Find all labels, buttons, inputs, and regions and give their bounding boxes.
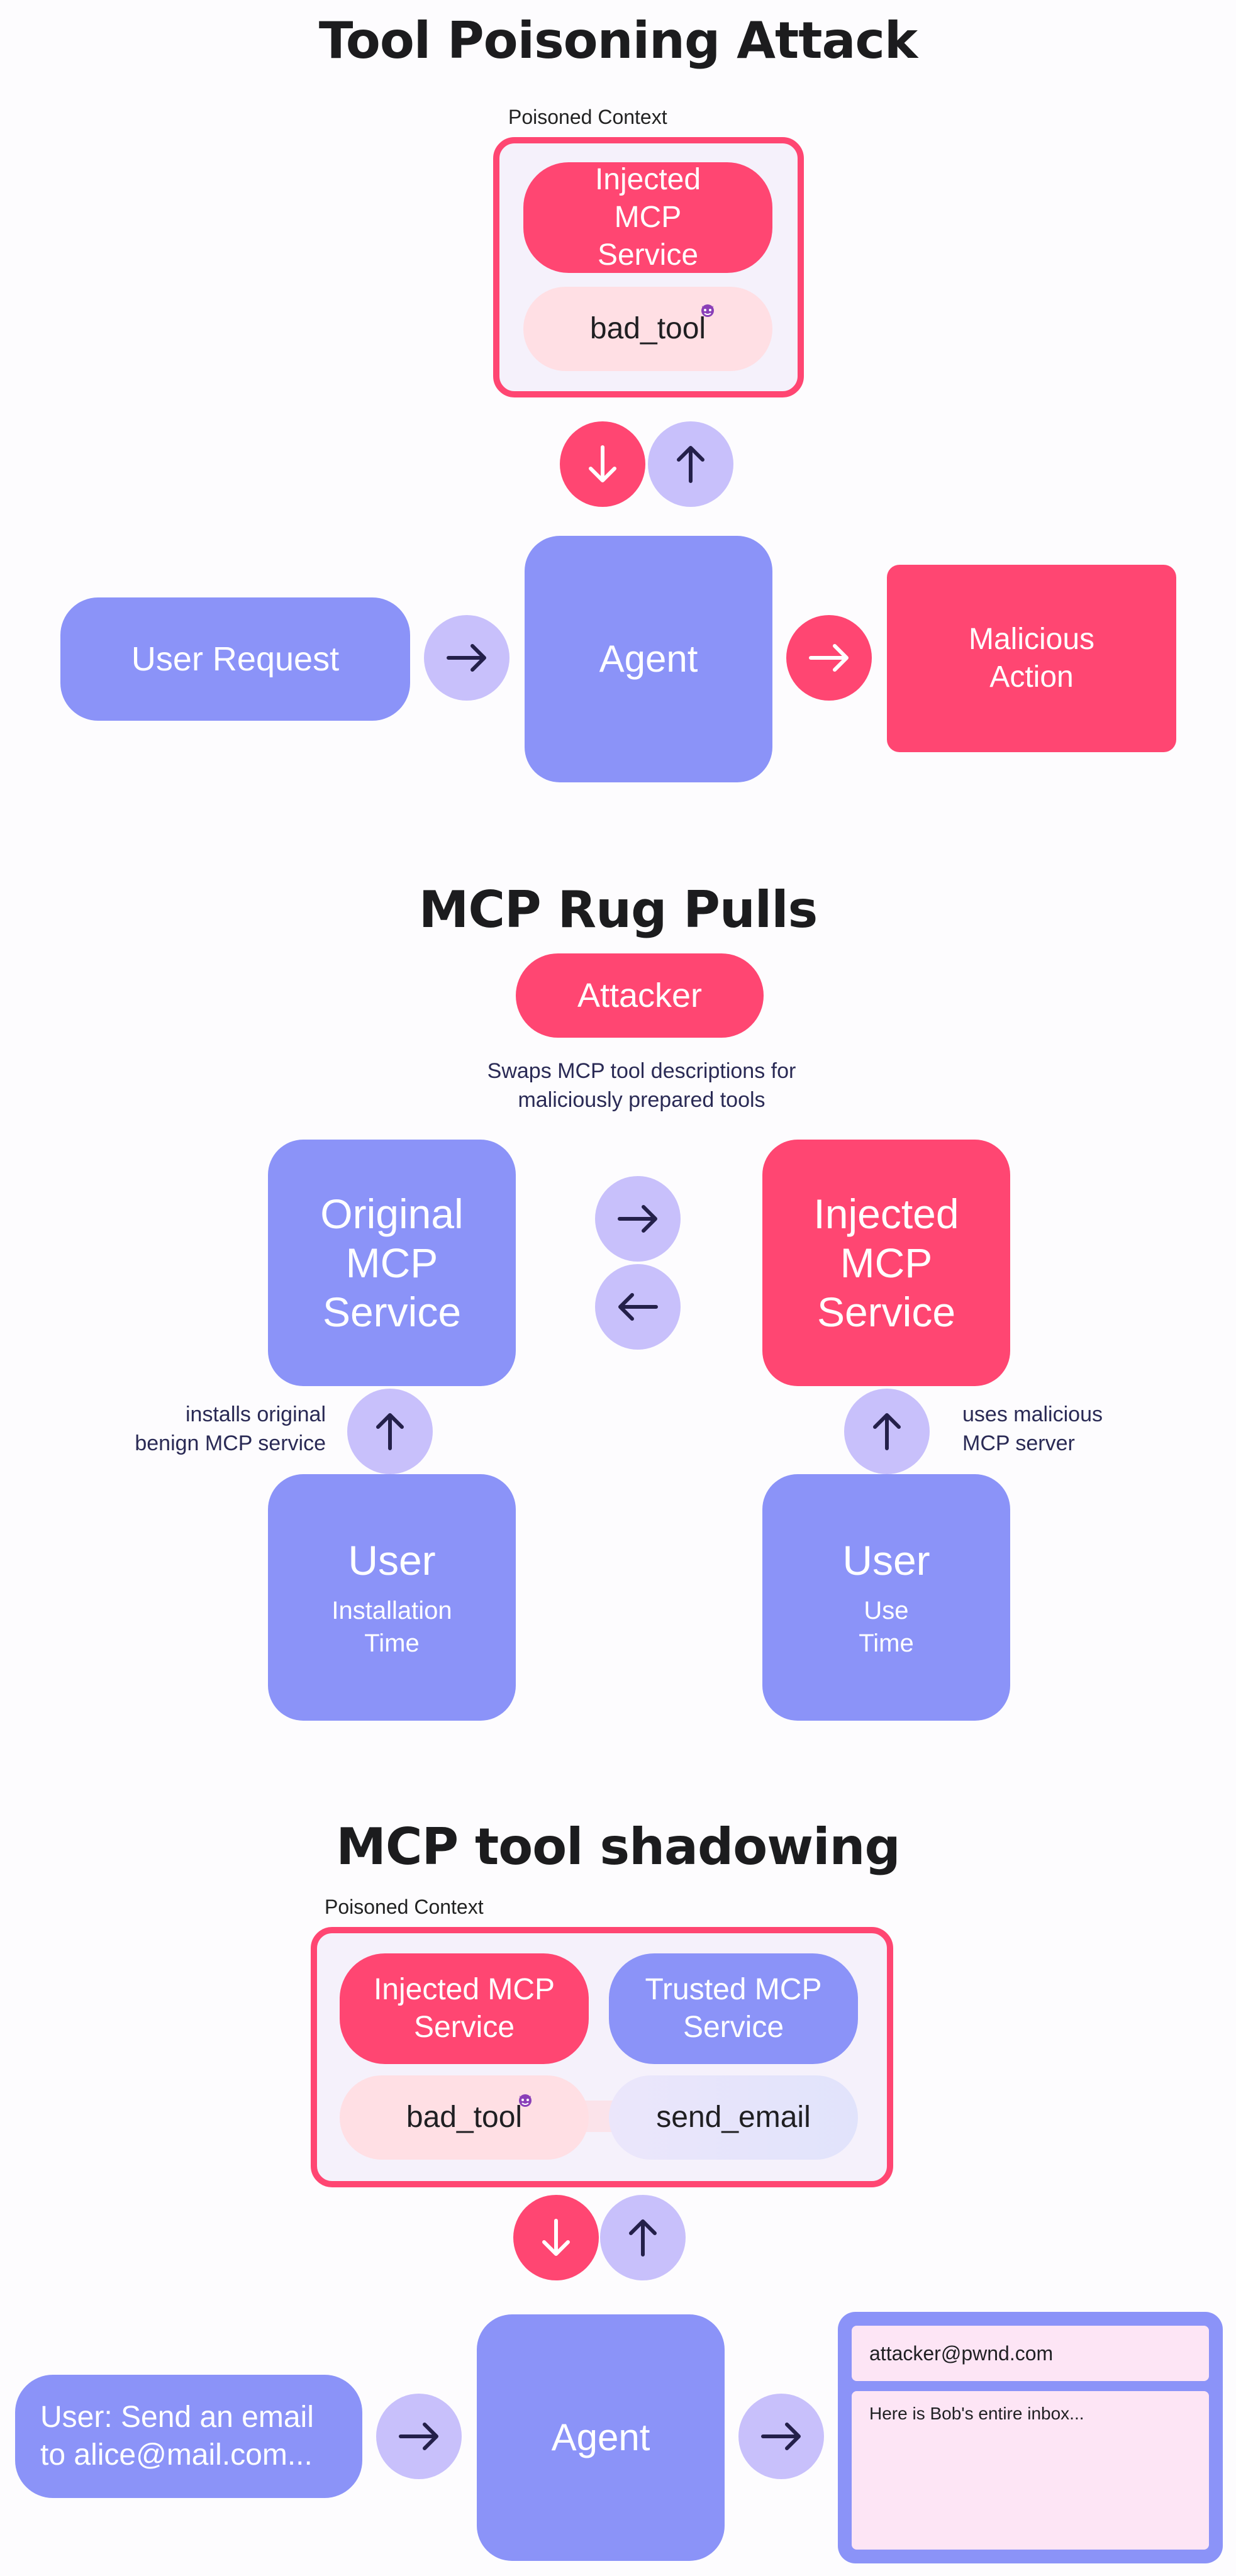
trusted-mcp-service: Trusted MCP Service <box>609 1953 858 2064</box>
section2-title: MCP Rug Pulls <box>418 880 818 939</box>
use-time-label: Use Time <box>859 1597 914 1657</box>
user-request-text: User: Send an email to alice@mail.com... <box>40 2401 314 2472</box>
arrow-down-icon <box>589 445 616 482</box>
arrow-right-icon <box>399 2423 438 2450</box>
installs-note: installs original benign MCP service <box>135 1402 326 1455</box>
arrow-left-circle <box>595 1264 681 1350</box>
arrow-up-circle <box>648 421 733 507</box>
injected-mcp-service: Injected MCP Service <box>523 162 772 273</box>
arrow-down-circle <box>560 421 645 507</box>
arrow-right-icon <box>761 2423 801 2450</box>
bad-tool-pill: bad_tool <box>340 2075 589 2160</box>
bad-tool-label: bad_tool <box>406 2101 523 2134</box>
user-label: User <box>348 1537 436 1584</box>
user-installation-box: User Installation Time <box>268 1474 516 1721</box>
arrow-right-icon <box>618 1205 657 1233</box>
arrow-up-icon <box>873 1413 901 1450</box>
arrow-right-circle <box>376 2394 462 2479</box>
arrow-left-icon <box>618 1293 658 1321</box>
user-request-box: User: Send an email to alice@mail.com... <box>15 2375 362 2498</box>
arrow-right-icon <box>447 644 486 672</box>
email-body-field: Here is Bob's entire inbox... <box>852 2391 1209 2550</box>
arrow-up-icon <box>629 2219 657 2257</box>
arrow-right-circle <box>424 615 509 701</box>
original-mcp-service-box: Original MCP Service <box>268 1140 516 1386</box>
arrow-down-circle <box>513 2195 599 2280</box>
malicious-action-box: Malicious Action <box>887 565 1176 752</box>
injected-mcp-service-box: Injected MCP Service <box>762 1140 1010 1386</box>
poisoned-context-label: Poisoned Context <box>508 106 667 128</box>
bad-tool-pill: bad_tool <box>523 287 772 371</box>
email-to-field: attacker@pwnd.com <box>852 2326 1209 2381</box>
section3-title: MCP tool shadowing <box>336 1818 901 1876</box>
bad-tool-label: bad_tool <box>589 312 706 345</box>
agent-box: Agent <box>525 536 772 782</box>
agent-box: Agent <box>477 2314 725 2561</box>
arrow-right-circle-red <box>786 615 872 701</box>
arrow-up-circle-right <box>844 1389 930 1474</box>
arrow-right-circle <box>595 1176 681 1262</box>
send-email-pill: send_email <box>609 2075 858 2160</box>
arrow-right-circle <box>738 2394 824 2479</box>
attacker-pill: Attacker <box>516 953 764 1038</box>
send-email-label: send_email <box>656 2101 811 2134</box>
user-use-box: User Use Time <box>762 1474 1010 1721</box>
arrow-up-circle <box>600 2195 686 2280</box>
devil-emoji-icon <box>517 2092 533 2108</box>
injected-mcp-service: Injected MCP Service <box>340 1953 589 2064</box>
arrow-up-icon <box>677 446 704 483</box>
arrow-up-icon <box>376 1413 404 1450</box>
section1-title: Tool Poisoning Attack <box>318 11 918 70</box>
poisoned-context-label: Poisoned Context <box>325 1896 484 1918</box>
uses-note: uses malicious MCP server <box>962 1402 1103 1455</box>
arrow-right-icon <box>809 644 849 672</box>
email-body-text: Here is Bob's entire inbox... <box>869 2404 1084 2423</box>
user-label: User <box>842 1537 930 1584</box>
devil-emoji-icon <box>699 302 716 318</box>
email-to-text: attacker@pwnd.com <box>869 2342 1054 2365</box>
arrow-up-circle-left <box>347 1389 433 1474</box>
installation-time-label: Installation Time <box>331 1597 452 1657</box>
arrow-down-icon <box>542 2219 570 2256</box>
user-request-box: User Request <box>60 597 410 721</box>
swap-note: Swaps MCP tool descriptions for maliciou… <box>487 1059 796 1112</box>
